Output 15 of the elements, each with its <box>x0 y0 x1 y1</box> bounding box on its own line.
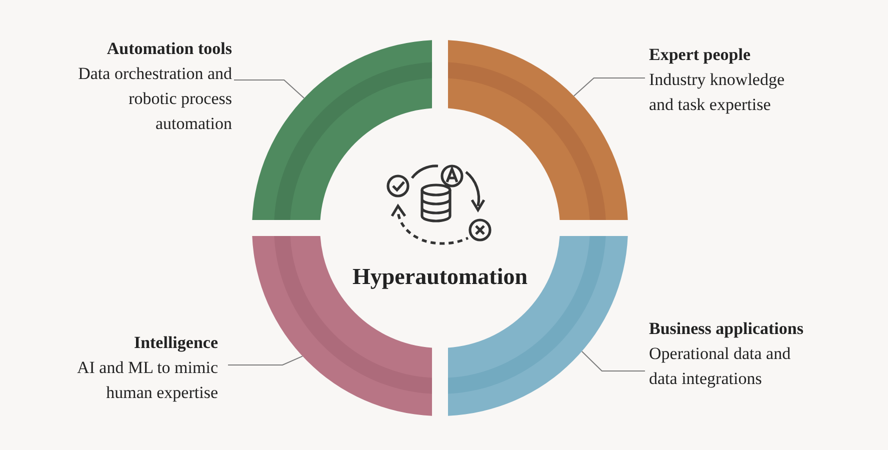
heading: Intelligence <box>132 332 218 354</box>
heading: Expert people <box>649 44 752 66</box>
heading: Business applications <box>649 318 804 340</box>
heading: Automation tools <box>106 38 232 60</box>
ring-segment <box>252 40 432 220</box>
leader-line <box>581 350 646 372</box>
description: Operational data and data integrations <box>649 343 792 390</box>
leader-line <box>573 78 646 96</box>
leader-line <box>234 80 305 99</box>
description: Data orchestration and robotic process automation <box>77 63 232 135</box>
description: AI and ML to mimic human expertise <box>76 357 218 404</box>
center-title: Hyperautomation <box>352 264 528 289</box>
description: Industry knowledge and task expertise <box>649 69 786 116</box>
leader-line <box>228 356 303 366</box>
ring-segment <box>448 40 628 220</box>
